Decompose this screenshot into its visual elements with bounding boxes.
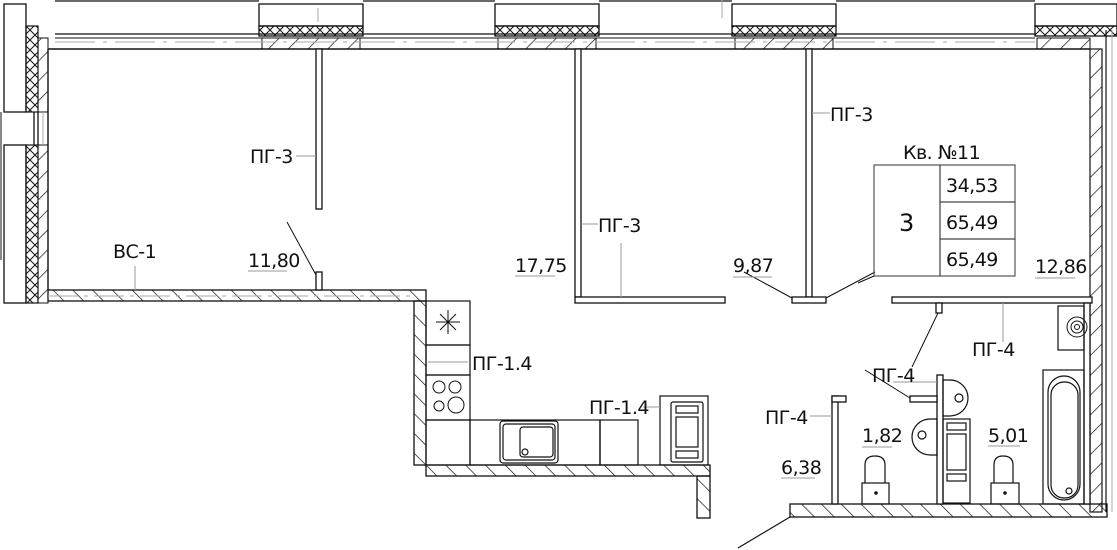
label-pg3-right: ПГ-3: [830, 104, 873, 126]
label-vs1: ВС-1: [113, 241, 156, 263]
leader-lines: [134, 112, 1075, 479]
area-room-middle: 9,87: [733, 255, 773, 277]
area-room-right: 12,86: [1035, 256, 1087, 278]
exterior-wall-top: [48, 0, 1117, 50]
fridge-icon: [659, 395, 709, 466]
washing-machine-icon: [942, 418, 971, 504]
area-wc: 1,82: [862, 425, 902, 447]
area-room-center: 17,75: [515, 255, 567, 277]
label-pg3-left: ПГ-3: [250, 146, 293, 168]
apartment-area-total-with-balcony: 65,49: [946, 249, 998, 271]
exterior-wall-right: [1089, 30, 1113, 513]
stove-icon: [432, 380, 465, 414]
area-hall: 6,38: [781, 457, 821, 479]
apartment-rooms-count: 3: [899, 209, 914, 237]
boiler-box: [1057, 305, 1085, 351]
table-leader: [857, 275, 875, 284]
exterior-wall-left: [0, 3, 49, 304]
apartment-area-living: 34,53: [946, 175, 998, 197]
bathtub-icon: [1042, 369, 1085, 505]
sink-icon: [502, 423, 556, 461]
apartment-title: Кв. №11: [903, 142, 980, 164]
label-pg4-hall: ПГ-4: [765, 407, 808, 429]
toilet-wc-icon: [861, 455, 890, 505]
boiler-spiral-icon: [1066, 316, 1088, 338]
toilet-bath-icon: [990, 455, 1020, 505]
hood-icon: [436, 310, 460, 334]
kitchen: [425, 300, 709, 466]
south-wall-left: [47, 289, 711, 519]
label-pg3-center: ПГ-3: [598, 215, 641, 237]
label-pg14-fridge: ПГ-1.4: [589, 397, 649, 419]
bathroom-fixtures: [861, 305, 1088, 505]
label-pg4-wc: ПГ-4: [872, 365, 915, 387]
label-pg4-bath: ПГ-4: [972, 339, 1015, 361]
label-pg14-stove: ПГ-1.4: [472, 353, 532, 375]
area-room-living-left: 11,80: [248, 250, 300, 272]
washbasin-icon: [911, 379, 969, 456]
apartment-info-table: [873, 164, 1016, 277]
partitions: [286, 48, 1093, 505]
apartment-area-total: 65,49: [946, 212, 998, 234]
area-bathroom: 5,01: [988, 425, 1028, 447]
south-wall-right: [737, 503, 1108, 549]
